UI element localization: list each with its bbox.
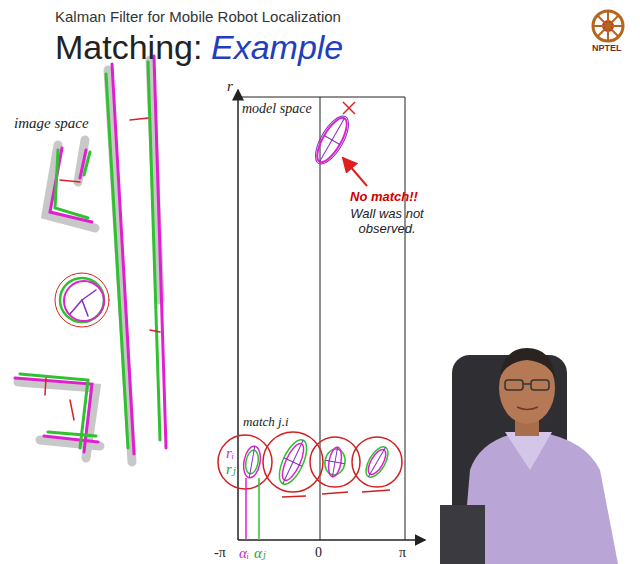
slide-subtitle: Kalman Filter for Mobile Robot Localizat… [55, 8, 341, 25]
space-label: model space [242, 101, 312, 117]
callout-note: Wall was not observed. [344, 207, 430, 237]
axis-tick: -π [214, 545, 226, 561]
logo-text: NPTEL [592, 43, 622, 53]
nptel-logo [593, 11, 623, 41]
axis-tick: 0 [315, 545, 322, 561]
variable-label: αᵢ [239, 545, 249, 562]
space-label: image space [14, 115, 89, 132]
presenter-photo [440, 348, 618, 564]
slide-title-emphasis: Example [211, 28, 343, 67]
variable-label: rᵢ [226, 445, 234, 462]
axis-label: r [227, 78, 233, 95]
variable-label: αⱼ [254, 545, 266, 562]
model-space-chart [218, 90, 425, 540]
axis-tick: π [399, 545, 406, 561]
slide-title: Matching: [55, 28, 202, 67]
match-label: match j.i [243, 415, 289, 430]
image-space-scan [15, 56, 166, 462]
variable-label: rⱼ [226, 461, 236, 478]
callout-note: No match!! [350, 190, 418, 205]
